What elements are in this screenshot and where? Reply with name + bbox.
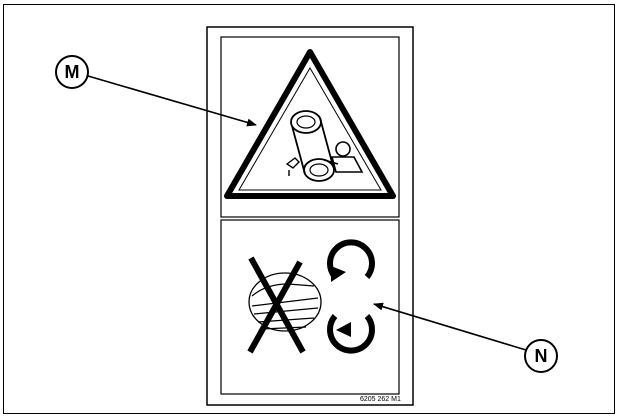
callout-n-label: N (535, 346, 548, 366)
decal-part-number: 6205 262 M1 (360, 396, 401, 403)
callout-m-label: M (65, 62, 80, 82)
safety-decal: 6205 262 M1 (207, 27, 413, 405)
